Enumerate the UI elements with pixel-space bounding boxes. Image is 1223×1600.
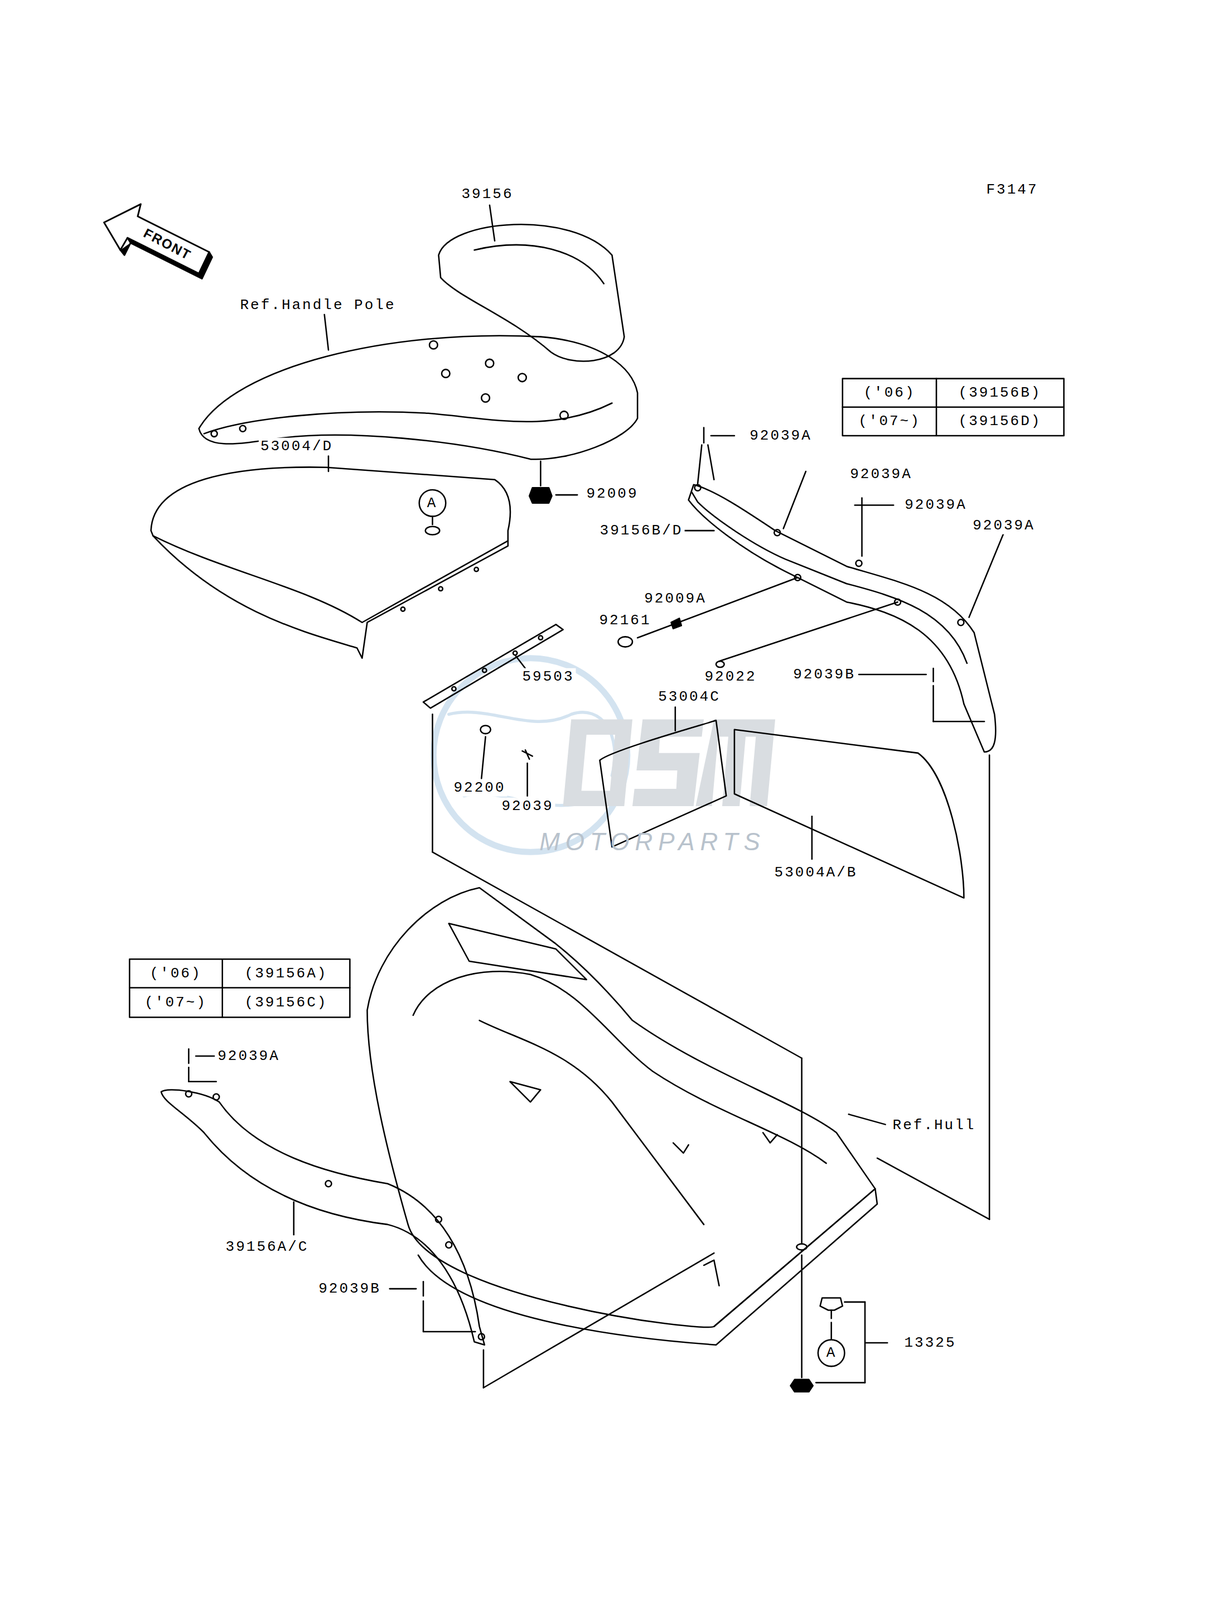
callout-letter: A <box>425 494 440 512</box>
table-cell: ('07~) <box>856 412 923 430</box>
watermark: MOTORPARTS <box>537 827 768 856</box>
front-arrow <box>104 204 213 279</box>
table-cell: ('06) <box>861 384 917 402</box>
part-number: 92009 <box>584 485 640 503</box>
part-number: 39156 <box>459 185 515 203</box>
grommet-set <box>790 1297 888 1392</box>
part-number: 92039A <box>747 427 814 445</box>
part-number: 92039 <box>499 797 555 815</box>
watermark-letters <box>563 719 776 806</box>
hull <box>366 887 886 1345</box>
table-cell: ('07~) <box>142 993 209 1012</box>
part-number: 92161 <box>597 611 653 630</box>
table-cell: (39156B) <box>956 384 1044 402</box>
leader-lines <box>483 668 990 1387</box>
part-number: 92039A <box>215 1047 282 1065</box>
side-rail <box>683 427 1005 752</box>
screw-set <box>617 577 898 667</box>
bolt-symbol <box>529 461 578 504</box>
part-number: 53004A/B <box>772 863 860 882</box>
table-cell: (39156A) <box>243 964 330 983</box>
part-number: 53004C <box>656 688 723 706</box>
part-number: 92039B <box>316 1279 383 1298</box>
part-number: 92022 <box>702 668 758 686</box>
reference-label: Ref.Handle Pole <box>238 296 398 314</box>
handle-pole <box>199 313 638 459</box>
part-number: 92039B <box>791 665 858 684</box>
part-number: 92039A <box>970 516 1037 535</box>
reference-label: Ref.Hull <box>891 1116 978 1134</box>
table-cell: (39156C) <box>243 993 330 1012</box>
mat <box>151 456 511 659</box>
part-number: 92009A <box>642 590 709 608</box>
figure-code: F3147 <box>984 181 1040 199</box>
part-number: 13325 <box>902 1333 958 1352</box>
table-cell: ('06) <box>147 964 203 983</box>
part-number: 39156A/C <box>224 1238 311 1256</box>
table-cell: (39156D) <box>956 412 1044 430</box>
seat-pad <box>438 205 625 362</box>
callout-letter: A <box>824 1344 839 1362</box>
part-number: 92039A <box>848 465 915 483</box>
part-number: 59503 <box>520 668 576 686</box>
part-number: 53004/D <box>258 437 335 456</box>
part-number: 92039A <box>902 496 969 514</box>
part-number: 39156B/D <box>598 521 685 540</box>
side-rail <box>161 1048 485 1345</box>
direction-label: FRONT <box>139 224 196 264</box>
year-table <box>129 378 1064 1018</box>
side-pads <box>599 707 964 898</box>
watermark-logo <box>433 658 628 853</box>
part-number: 92200 <box>451 779 507 797</box>
